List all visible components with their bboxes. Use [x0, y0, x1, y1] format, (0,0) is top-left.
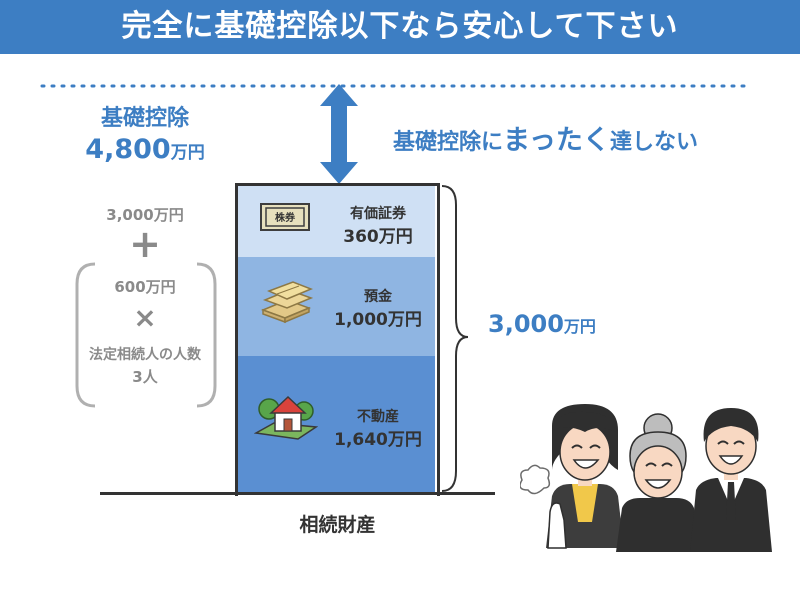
happy-family-illustration [520, 404, 772, 552]
title-banner [0, 0, 800, 54]
stock-certificate-icon [260, 203, 310, 231]
deduction-label: 基礎控除 [100, 106, 189, 131]
house-icon [254, 395, 318, 440]
deduction-threshold-line [40, 84, 747, 88]
cash-stack-icon [260, 281, 313, 324]
deposits-name: 預金 [364, 289, 392, 305]
deduction-amount-value: 4,800 [85, 134, 171, 165]
real-estate-name: 不動産 [357, 409, 399, 425]
asset-stack-title: 相続財産 [299, 514, 376, 536]
total-brace [441, 185, 469, 492]
deduction-amount-unit: 万円 [170, 143, 205, 163]
formula-heirs-label: 法定相続人の人数 [89, 347, 201, 363]
gap-double-arrow [320, 84, 358, 184]
page-title: 完全に基礎控除以下なら安心して下さい [121, 9, 679, 44]
securities-value: 360万円 [343, 227, 413, 247]
real-estate-value: 1,640万円 [334, 430, 422, 450]
securities-name: 有価証券 [350, 206, 406, 222]
deposits-value: 1,000万円 [334, 310, 422, 330]
ground-line [100, 492, 495, 495]
formula-per-heir: 600万円 [114, 278, 176, 296]
formula-bracket [75, 262, 217, 408]
deduction-amount: 4,800万円 [70, 134, 220, 165]
stock-certificate-stamp: 株券 [275, 213, 295, 224]
formula-base: 3,000万円 [106, 206, 184, 224]
formula-plus: + [129, 222, 161, 266]
emphasis-text: まったく [503, 125, 610, 156]
asset-stack-frame [235, 183, 440, 496]
total-amount: 3,000万円 [488, 310, 596, 338]
deduction-gap-note: 基礎控除にまったく達しない [393, 125, 698, 156]
formula-heirs-count: 3人 [132, 368, 158, 386]
formula-times: × [133, 301, 157, 334]
